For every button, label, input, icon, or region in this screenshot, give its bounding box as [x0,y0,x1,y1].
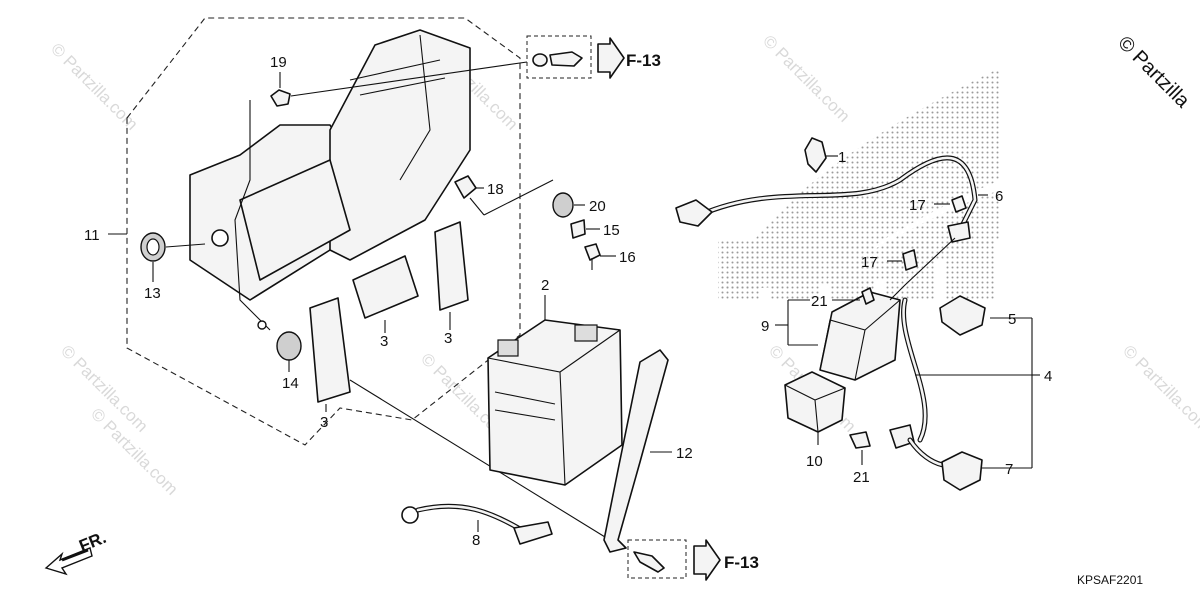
battery-box [189,29,471,331]
part-label: 6 [995,188,1003,205]
battery-box-outline [126,17,521,446]
clip-18 [454,175,554,216]
watermark: © Partzilla.com [759,31,853,125]
collar-15 [570,219,600,239]
grommet-13 [140,232,206,282]
cable-8 [401,503,553,545]
part-label: 17 [909,197,926,214]
cushion-14 [276,331,302,372]
part-label: 3 [320,414,328,431]
connector-21b [849,431,871,465]
nut-19 [270,61,528,107]
part-label: 9 [761,318,769,335]
grommet-20 [552,192,585,218]
ref-f13-lower: F-13 [627,539,759,581]
part-label: 4 [1044,368,1052,385]
pad-3c [309,297,619,546]
terminal-cover-5 [939,295,1032,336]
diagram-code: KPSAF2201 [1077,573,1143,587]
pad-3b [434,221,469,330]
part-label: 11 [84,227,100,244]
part-label: 7 [1005,461,1013,478]
part-label: 2 [541,277,549,294]
part-label: 10 [806,453,823,470]
part-label: 12 [676,445,693,462]
band-12 [603,349,672,553]
part-label: 13 [144,285,161,302]
part-label: 16 [619,249,636,266]
fr-label: FR. [76,528,109,556]
part-label: 8 [472,532,480,549]
watermark: © Partzilla.com [1119,341,1200,435]
part-label: 19 [270,54,287,71]
ref-f13-upper: F-13 [526,35,661,79]
bolt-17a [934,195,967,213]
honda-wing-logo [718,68,1000,300]
part-label: 20 [589,198,606,215]
front-direction-arrow: FR. [44,528,109,576]
part-label: 21 [811,293,828,310]
part-label: 14 [282,375,299,392]
watermark-corner: © Partzilla [1113,32,1194,113]
part-label: 5 [1008,311,1016,328]
pad-3a [352,255,419,333]
clip-1 [804,137,838,173]
terminal-cover-7 [941,451,1032,491]
part-labels: 1 2 3 3 3 4 5 6 7 8 9 10 11 12 13 14 15 … [84,54,1052,549]
bolt-16 [584,243,616,270]
ref-label: F-13 [626,51,661,70]
part-label: 1 [838,149,846,166]
part-label: 15 [603,222,620,239]
part-label: 21 [853,469,870,486]
part-label: 18 [487,181,504,198]
ref-label: F-13 [724,553,759,572]
relay-cover-10 [784,371,846,445]
part-label: 3 [380,333,388,350]
part-label: 17 [861,254,878,271]
bolt-17b [887,249,918,271]
part-label: 3 [444,330,452,347]
starter-relay-9 [775,237,956,443]
cable-6 [675,155,988,243]
battery-2 [487,295,623,486]
